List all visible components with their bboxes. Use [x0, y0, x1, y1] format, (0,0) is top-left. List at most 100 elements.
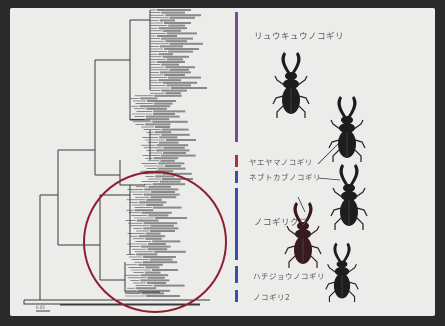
tip-label-block — [146, 233, 161, 235]
tip-label-block — [158, 27, 187, 29]
tip-label-block — [150, 259, 173, 261]
tip-label-block — [159, 136, 177, 138]
tip-label-block — [162, 129, 189, 131]
tip-label-block — [140, 279, 169, 281]
group-label-nebuto: ネブトカブノコギリ — [249, 172, 321, 183]
tip-label-block — [157, 144, 189, 146]
group-label-yaeyama: ヤエヤマノコギリ — [249, 157, 313, 168]
tip-label-block — [163, 147, 184, 149]
tip-label-block — [161, 12, 185, 14]
tip-label-block — [146, 108, 166, 110]
tip-label-block — [154, 103, 173, 105]
tip-label-block — [170, 17, 195, 19]
tip-label-block — [151, 191, 175, 193]
tip-label-block — [146, 116, 180, 118]
tip-label-block — [146, 204, 163, 206]
tip-label-block — [144, 188, 178, 190]
tip-label-block — [135, 209, 154, 211]
tip-label-block — [153, 110, 185, 112]
tip-label-block — [160, 45, 183, 47]
tip-label-block — [158, 162, 184, 164]
group-bar-hachijo — [235, 266, 238, 283]
group-bar-ryukyu — [235, 12, 238, 142]
tip-label-block — [145, 272, 161, 274]
tip-label-block — [164, 74, 185, 76]
tip-label-block — [165, 92, 181, 94]
tip-label-block — [145, 238, 161, 240]
tip-label-block — [167, 58, 183, 60]
tip-label-block — [136, 253, 157, 255]
group-bar-nokogiri2 — [235, 290, 238, 302]
tip-label-block — [138, 264, 162, 266]
tip-label-block — [157, 9, 191, 11]
tip-label-block — [146, 118, 170, 120]
tip-label-block — [144, 222, 178, 224]
tip-label-block — [161, 38, 193, 40]
tip-label-block — [146, 199, 161, 201]
tip-label-block — [147, 277, 164, 279]
tip-label-block — [136, 287, 157, 289]
tip-label-block — [147, 100, 176, 102]
tip-label-block — [143, 227, 178, 229]
tip-label-block — [143, 261, 178, 263]
tip-label-block — [167, 84, 191, 86]
tip-label-block — [147, 282, 166, 284]
tip-label-block — [163, 152, 186, 154]
tip-label-block — [170, 69, 189, 71]
tip-label-block — [159, 142, 179, 144]
tip-label-block — [145, 123, 170, 125]
tip-label-block — [148, 243, 166, 245]
tip-label-block — [151, 196, 177, 198]
tip-label-block — [171, 87, 207, 89]
tip-label-block — [155, 175, 174, 177]
tip-label-block — [163, 56, 189, 58]
group-label-nokogiri: ノコギリクワ — [254, 216, 308, 228]
tip-label-block — [161, 64, 179, 66]
tip-label-block — [152, 269, 178, 271]
tip-label-block — [156, 149, 189, 151]
tip-label-block — [161, 155, 196, 157]
group-label-nokogiri2: ノコギリ2 — [253, 292, 290, 303]
tip-label-block — [138, 290, 170, 292]
group-label-hachijo: ハチジョウノコギリ — [253, 271, 325, 282]
group-label-ryukyu: リュウキュウノコギリ — [254, 30, 344, 42]
tip-label-block — [140, 97, 157, 99]
tip-label-block — [140, 105, 171, 107]
tip-label-block — [160, 181, 181, 183]
tip-label-block — [153, 207, 182, 209]
tip-label-block — [154, 251, 185, 253]
tip-label-block — [161, 90, 187, 92]
tip-label-block — [166, 139, 196, 141]
tip-label-block — [168, 25, 185, 27]
tip-label-block — [150, 225, 173, 227]
tip-label-block — [161, 134, 189, 136]
tip-label-block — [146, 295, 180, 297]
tip-label-block — [165, 14, 201, 16]
tip-label-block — [158, 53, 173, 55]
tip-label-block — [154, 285, 185, 287]
tip-label-block — [167, 32, 197, 34]
group-bar-yaeyama — [235, 155, 238, 167]
tip-label-block — [164, 22, 191, 24]
tip-label-block — [152, 240, 180, 242]
tip-label-block — [158, 168, 186, 170]
group-bar-nebuto — [235, 171, 238, 183]
tip-label-block — [139, 235, 166, 237]
tip-label-block — [168, 51, 193, 53]
tip-label-block — [165, 165, 181, 167]
tip-label-block — [163, 82, 197, 84]
tip-label-block — [153, 113, 175, 115]
tip-label-block — [141, 212, 171, 214]
tip-label-block — [163, 30, 181, 32]
tip-label-block — [142, 292, 164, 294]
group-bar-nokogiri — [235, 188, 238, 260]
tip-label-block — [160, 71, 191, 73]
tip-label-block — [148, 186, 170, 188]
tip-label-block — [160, 160, 174, 162]
tip-label-block — [152, 121, 187, 123]
tip-label-block — [154, 95, 181, 97]
tip-label-block — [155, 217, 187, 219]
tip-label-block — [153, 183, 186, 185]
